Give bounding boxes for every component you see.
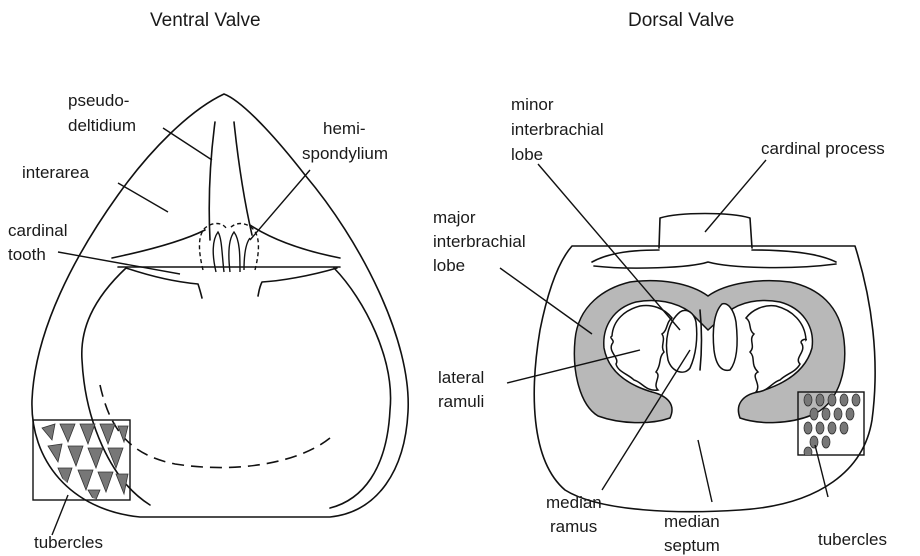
label-ventral-tubercles: tubercles bbox=[34, 533, 103, 552]
interarea-boundary bbox=[112, 225, 340, 258]
label-septum-line1: median bbox=[664, 512, 720, 531]
label-major-line3: lobe bbox=[433, 256, 465, 275]
label-dorsal-tubercles: tubercles bbox=[818, 530, 887, 549]
dorsal-valve: Dorsal Valve bbox=[433, 10, 887, 555]
label-cardinal-line2: tooth bbox=[8, 245, 46, 264]
label-minor-line3: lobe bbox=[511, 145, 543, 164]
label-lateral-line1: lateral bbox=[438, 368, 484, 387]
ventral-inner-outline bbox=[82, 268, 391, 508]
label-minor-line2: interbrachial bbox=[511, 120, 604, 139]
label-cardinal-line1: cardinal bbox=[8, 221, 68, 240]
cardinal-tooth-left bbox=[126, 268, 202, 298]
hemispondylium bbox=[199, 224, 258, 273]
label-major-line2: interbrachial bbox=[433, 232, 526, 251]
dorsal-valve-title: Dorsal Valve bbox=[628, 10, 734, 31]
label-pseudo-line2: deltidium bbox=[68, 116, 136, 135]
ventral-tubercles bbox=[42, 424, 128, 502]
label-lateral-line2: ramuli bbox=[438, 392, 484, 411]
ventral-valve: Ventral Valve bbox=[8, 10, 408, 552]
ventral-dashed-line bbox=[100, 385, 330, 468]
label-interarea: interarea bbox=[22, 163, 90, 182]
median-septum-line bbox=[700, 310, 702, 370]
ventral-valve-title: Ventral Valve bbox=[150, 10, 261, 31]
label-ramus-line1: median bbox=[546, 493, 602, 512]
label-cardinal-process: cardinal process bbox=[761, 139, 885, 158]
label-minor-line1: minor bbox=[511, 95, 554, 114]
label-ramus-line2: ramus bbox=[550, 517, 597, 536]
label-pseudo-line1: pseudo- bbox=[68, 91, 129, 110]
pseudodeltidium bbox=[209, 122, 252, 240]
minor-interbrachial-lobe-right bbox=[713, 304, 737, 371]
dorsal-hinge-plates bbox=[592, 250, 836, 268]
cardinal-tooth-right bbox=[258, 268, 337, 296]
label-hemi-line1: hemi- bbox=[323, 119, 366, 138]
label-major-line1: major bbox=[433, 208, 476, 227]
label-hemi-line2: spondylium bbox=[302, 144, 388, 163]
label-septum-line2: septum bbox=[664, 536, 720, 555]
